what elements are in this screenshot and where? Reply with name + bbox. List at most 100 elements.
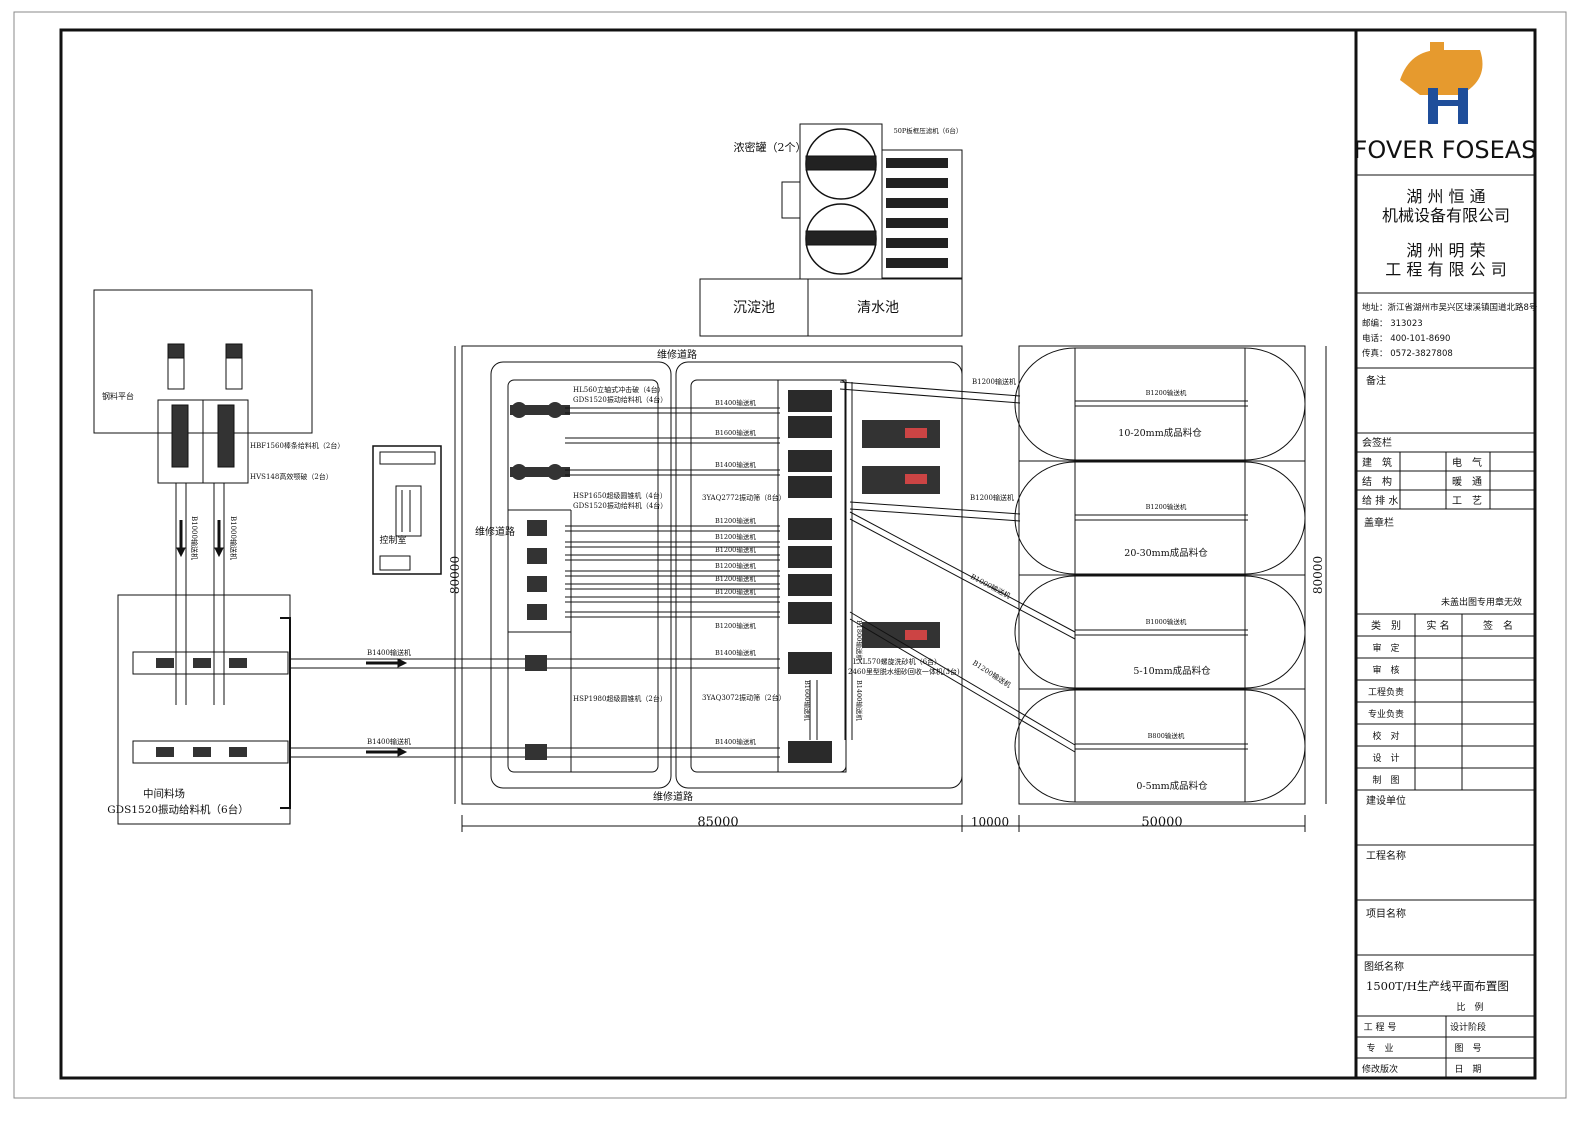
belt-label-0: B1400输送机 <box>715 398 756 407</box>
cone-crushers <box>525 520 547 760</box>
approval-row-0: 审 定 <box>1372 642 1399 654</box>
hvs-jaw-label: HVS148高效颚破（2台） <box>250 472 333 481</box>
maintenance-road-top: 维修道路 <box>657 348 697 361</box>
bin-belt-4-label: B800输送机 <box>1148 731 1185 740</box>
b1800-vertical-label: B1800输送机 <box>855 620 864 661</box>
water-treatment-area: 浓密罐（2个） 50P板框压滤机（6台） 沉淀池 清水池 <box>699 123 963 337</box>
product-bin-1 <box>1014 347 1306 461</box>
plant-conveyors <box>565 407 780 618</box>
sand-recovery-label: 2460里型脱水细砂回收一体机(3台) <box>848 667 960 676</box>
plant-belt-labels: B1400输送机 B1600输送机 B1400输送机 B1200输送机 B120… <box>715 398 756 746</box>
project-name-label: 工程名称 <box>1366 849 1406 862</box>
footer-cell-0-1: 设计阶段 <box>1450 1021 1486 1033</box>
dimension-50000: 50000 <box>1141 815 1182 830</box>
footer-cell-0-0: 工 程 号 <box>1364 1022 1397 1033</box>
belt-label-2: B1400输送机 <box>715 460 756 469</box>
output-belt-1-label: B1200输送机 <box>972 377 1016 386</box>
bin-belt-3-label: B1000输送机 <box>1146 617 1187 626</box>
bin-1-label: 10-20mm成品料仓 <box>1118 427 1202 439</box>
remarks-label: 备注 <box>1366 374 1386 387</box>
filter-press-units <box>886 158 948 268</box>
product-bins-area: B1200输送机 B1200输送机 B1000输送机 B800输送机 10-20… <box>962 345 1327 832</box>
bin-belt-2-label: B1200输送机 <box>1146 502 1187 511</box>
belt-label-8: B1200输送机 <box>715 587 756 596</box>
main-plant-area: 维修道路 维修道路 维修道路 HL560立轴式冲击破（4台） GDS1520振动… <box>448 345 963 832</box>
seal-note: 未盖出图专用章无效 <box>1441 596 1522 608</box>
maintenance-road-bottom: 维修道路 <box>653 790 693 803</box>
vsi-label-2: GDS1520振动给料机（4台） <box>573 395 667 404</box>
control-room: 控制室 <box>372 445 442 575</box>
footer-cell-2-1: 日 期 <box>1454 1064 1481 1075</box>
bin-2-label: 20-30mm成品料仓 <box>1124 547 1208 559</box>
cone-1980-label: HSP1980超级圆锥机（2台） <box>573 694 667 703</box>
primary-crushing-area: 钢料平台 HBF1560棒条给料机（2台） HVS148高效颚破（2台） B10… <box>93 289 344 705</box>
b1600-vertical-label: B1600输送机 <box>803 680 812 721</box>
b1400-yard-conveyor-2-label: B1400输送机 <box>367 737 411 746</box>
approval-row-3: 专业负责 <box>1368 708 1404 720</box>
hbf-feeder-label: HBF1560棒条给料机（2台） <box>250 441 344 450</box>
lxl-washer-label: LXL570螺旋洗砂机（6台） <box>853 657 941 666</box>
b1000-conveyor-a-label: B1000输送机 <box>190 516 199 560</box>
jaw-crusher-2 <box>217 404 235 468</box>
control-room-label: 控制室 <box>379 534 406 546</box>
drawing-name: 1500T/H生产线平面布置图 <box>1366 979 1509 993</box>
belt-label-10: B1400输送机 <box>715 648 756 657</box>
approval-row-1: 审 核 <box>1372 664 1399 676</box>
output-belt-2-label: B1200输送机 <box>970 493 1014 502</box>
filter-press-label: 50P板框压滤机（6台） <box>894 126 963 135</box>
company-logo: FOVER FOSEAS <box>1354 42 1537 164</box>
approval-row-6: 制 图 <box>1372 774 1399 786</box>
sign-cell-2-1: 工 艺 <box>1452 495 1482 507</box>
postcode: 邮编： 313023 <box>1362 318 1423 329</box>
approval-header-1: 实 名 <box>1426 619 1449 632</box>
address: 地址：浙江省湖州市吴兴区埭溪镇国道北路8号 <box>1362 302 1537 313</box>
sheet-border <box>13 11 1567 1099</box>
approval-row-2: 工程负责 <box>1368 686 1404 698</box>
middle-yard-label: 中间料场 <box>143 787 185 800</box>
vsi-label-1: HL560立轴式冲击破（4台） <box>573 385 665 394</box>
fax: 传真： 0572-3827808 <box>1362 348 1453 359</box>
belt-label-6: B1200输送机 <box>715 561 756 570</box>
footer-cell-1-1: 图 号 <box>1454 1043 1481 1054</box>
bin-3-label: 5-10mm成品料仓 <box>1133 665 1211 677</box>
construction-unit-label: 建设单位 <box>1366 794 1406 807</box>
vibrating-screens <box>788 390 832 763</box>
belt-label-9: B1200输送机 <box>715 621 756 630</box>
dimension-10000: 10000 <box>971 815 1009 829</box>
phone: 电话： 400-101-8690 <box>1362 333 1450 344</box>
bin-belt-1-label: B1200输送机 <box>1146 388 1187 397</box>
b1000-conveyor-b-label: B1000输送机 <box>229 516 238 560</box>
belt-label-3: B1200输送机 <box>715 516 756 525</box>
gds-yard-feeder-label: GDS1520振动给料机（6台） <box>107 803 248 816</box>
sign-cell-1-1: 暖 通 <box>1452 475 1482 488</box>
belt-label-11: B1400输送机 <box>715 737 756 746</box>
company-1-line-1: 湖 州 恒 通 <box>1406 187 1485 206</box>
title-block: FOVER FOSEAS 湖 州 恒 通 机械设备有限公司 湖 州 明 荣 工 … <box>1354 30 1537 1078</box>
jaw-crusher-1 <box>171 404 189 468</box>
belt-label-4: B1200输送机 <box>715 532 756 541</box>
approval-row-4: 校 对 <box>1372 730 1399 742</box>
b1400-vertical-label: B1400输送机 <box>855 680 864 721</box>
company-2-line-2: 工 程 有 限 公 司 <box>1385 260 1506 279</box>
cone-label-2: GDS1520振动给料机（4台） <box>573 501 667 510</box>
sign-cell-0-0: 建 筑 <box>1362 456 1392 469</box>
drawing-frame <box>59 28 1537 1080</box>
sign-cell-1-0: 结 构 <box>1362 475 1392 488</box>
seal-label: 盖章栏 <box>1364 516 1394 529</box>
dimension-80000-right: 80000 <box>1311 556 1325 594</box>
footer-cell-2-0: 修改版次 <box>1362 1063 1398 1075</box>
logo-text: FOVER FOSEAS <box>1354 136 1537 164</box>
cone-label-1: HSP1650超级圆锥机（4台） <box>573 491 667 500</box>
approval-table: 类 别 实 名 签 名 审 定 审 核 工程负责 专业负责 校 对 设 计 制 … <box>1356 614 1535 791</box>
belt-label-1: B1600输送机 <box>715 428 756 437</box>
bin-4-label: 0-5mm成品料仓 <box>1136 780 1208 792</box>
middle-yard-area: 中间料场 GDS1520振动给料机（6台） B1400输送机 B1400输送机 <box>107 594 780 825</box>
approval-header-0: 类 别 <box>1371 619 1401 632</box>
drawing-name-label: 图纸名称 <box>1364 960 1404 973</box>
clear-water-pond-label: 清水池 <box>857 300 899 316</box>
output-belt-4-label: B1200输送机 <box>971 658 1013 689</box>
vsi-crushers <box>510 402 570 480</box>
screen-8-label: 3YAQ2772振动筛（8台） <box>702 493 786 502</box>
maintenance-road-left: 维修道路 <box>475 525 515 538</box>
